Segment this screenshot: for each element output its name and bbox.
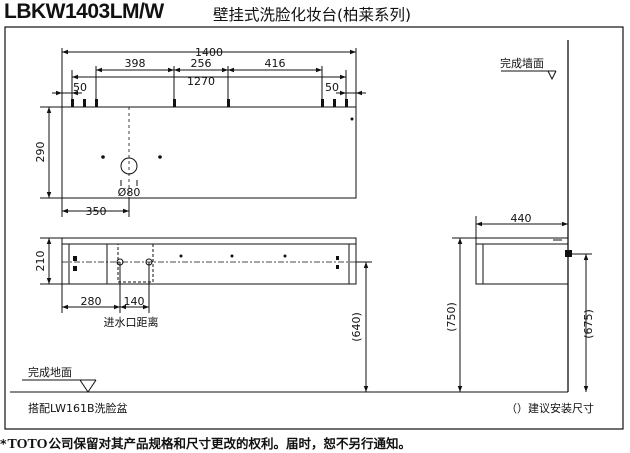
model-number: LBKW1403LM/W [4,0,164,23]
countertop-outline [61,106,357,199]
note-body: 公司保留对其产品规格和尺寸更改的权利。届时，恕不另行通知。 [48,436,412,451]
dim-440: 440 [511,212,532,225]
brand-logo: TOTO [7,437,48,452]
cabinet-front [61,237,357,285]
mounting-studs [71,99,354,159]
cabinet-side [475,237,569,285]
dim-350: 350 [86,205,107,218]
floor-line [10,379,568,393]
dim-hole-diameter: Ø80 [118,186,141,199]
side-view [452,40,592,392]
front-screws [73,254,339,271]
pipe-outlet [565,250,572,257]
front-view [40,237,372,392]
dim-398: 398 [125,57,146,70]
dim-50-left: 50 [73,81,87,94]
dim-750: (750) [445,302,458,332]
dim-140: 140 [124,295,145,308]
note-prefix: * [0,436,7,451]
dim-1400: 1400 [195,46,223,59]
dim-675: (675) [582,309,595,339]
finished-wall-label: 完成墙面 [500,56,544,70]
dim-256: 256 [191,57,212,70]
parentheses-note: （）建议安装尺寸 [506,401,594,415]
footer-note: *TOTO公司保留对其产品规格和尺寸更改的权利。届时，恕不另行通知。 [0,433,411,453]
dim-290: 290 [34,142,47,163]
inlet-distance-label: 进水口距离 [104,315,159,329]
top-view [40,48,366,217]
finished-floor-label: 完成地面 [28,365,72,379]
dim-1270: 1270 [187,75,215,88]
drawing-frame [4,26,624,430]
dim-416: 416 [265,57,286,70]
paired-basin-label: 搭配LW161B洗脸盆 [28,401,128,415]
dim-50-right: 50 [325,81,339,94]
inlet-zone [117,243,154,283]
dim-640: (640) [350,312,363,342]
dim-280: 280 [81,295,102,308]
product-name: 壁挂式洗脸化妆台(柏莱系列) [213,6,412,24]
drain-hole [120,157,138,175]
dim-210: 210 [34,251,47,272]
